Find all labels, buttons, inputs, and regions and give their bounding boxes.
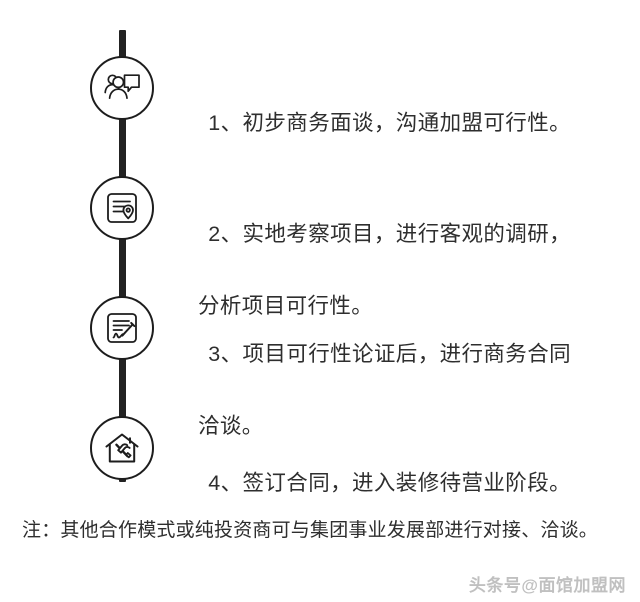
footer-note: 注：其他合作模式或纯投资商可与集团事业发展部进行对接、洽谈。 bbox=[22, 520, 599, 541]
people-speech-bubble-icon bbox=[103, 71, 141, 105]
step-1-marker bbox=[90, 56, 154, 120]
timeline-step-4: 4、签订合同，进入装修待营业阶段。 bbox=[0, 416, 640, 495]
step-2-text: 2、实地考察项目，进行客观的调研， 分析项目可行性。 bbox=[170, 180, 610, 396]
step-4-text: 4、签订合同，进入装修待营业阶段。 bbox=[170, 429, 610, 537]
step-1-line-1: 1、初步商务面谈，沟通加盟可行性。 bbox=[208, 111, 572, 135]
step-1-text: 1、初步商务面谈，沟通加盟可行性。 bbox=[170, 69, 610, 177]
timeline-step-3: 3、项目可行性论证后，进行商务合同 洽谈。 bbox=[0, 296, 640, 438]
step-2-line-2: 分析项目可行性。 bbox=[198, 294, 374, 318]
step-2-line-1: 2、实地考察项目，进行客观的调研， bbox=[208, 222, 572, 246]
house-tools-icon bbox=[103, 431, 141, 465]
step-3-text: 3、项目可行性论证后，进行商务合同 洽谈。 bbox=[170, 300, 610, 516]
step-4-marker bbox=[90, 416, 154, 480]
step-4-line-1: 4、签订合同，进入装修待营业阶段。 bbox=[208, 471, 572, 495]
watermark: 头条号@面馆加盟网 bbox=[468, 576, 626, 595]
timeline-step-2: 2、实地考察项目，进行客观的调研， 分析项目可行性。 bbox=[0, 176, 640, 318]
document-location-pin-icon bbox=[104, 190, 140, 226]
step-3-marker bbox=[90, 296, 154, 360]
step-3-line-1: 3、项目可行性论证后，进行商务合同 bbox=[208, 342, 572, 366]
document-signature-pen-icon bbox=[104, 310, 140, 346]
step-3-line-2: 洽谈。 bbox=[198, 414, 264, 438]
timeline-step-1: 1、初步商务面谈，沟通加盟可行性。 bbox=[0, 56, 640, 135]
step-2-marker bbox=[90, 176, 154, 240]
timeline-spine bbox=[119, 30, 126, 482]
